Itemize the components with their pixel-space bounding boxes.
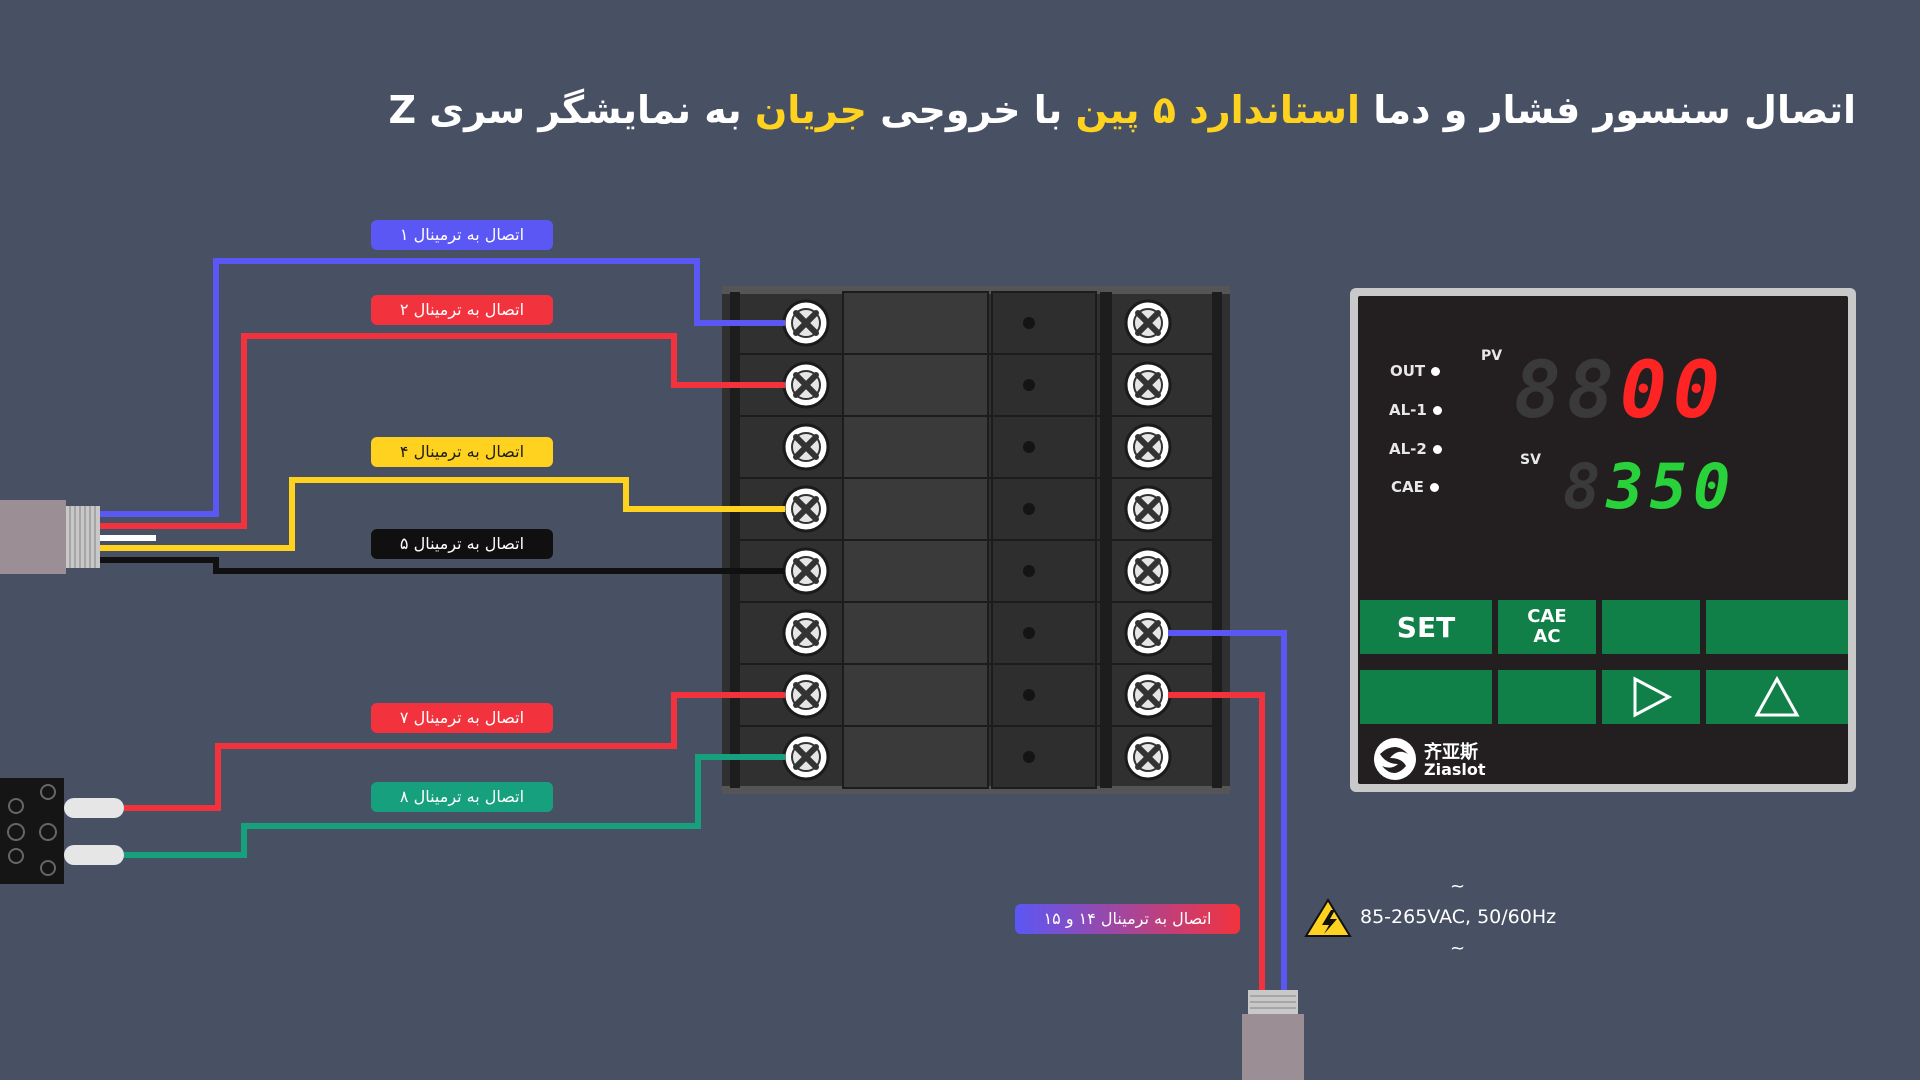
indicator-al2-label: AL-2 — [1389, 440, 1427, 458]
screw-icon — [1124, 485, 1172, 533]
indicator-dot — [1429, 483, 1439, 492]
wire-red-t7 — [124, 692, 785, 811]
sv-tag: SV — [1520, 452, 1541, 468]
slot-hole — [1023, 751, 1035, 763]
blank-button-4[interactable] — [1498, 670, 1596, 724]
wire-red-t2 — [100, 333, 785, 529]
wire-blue-t1 — [100, 258, 785, 517]
blank-button-3[interactable] — [1360, 670, 1492, 724]
label-terminal-4: اتصال به ترمینال ۴ — [371, 437, 553, 467]
cae-label: CAE — [1527, 606, 1567, 627]
pv-display: 8800 — [1514, 346, 1726, 436]
title-part-2: استاندارد ۵ پین — [1075, 88, 1360, 132]
indicator-cae: CAE — [1391, 478, 1439, 496]
wire-black-t5 — [100, 557, 785, 574]
tilde-top: ~ — [1450, 876, 1466, 897]
screw-icon — [782, 299, 830, 347]
screw-icon — [1124, 547, 1172, 595]
pv-tag: PV — [1481, 348, 1503, 364]
sv-display: 8350 — [1563, 452, 1736, 522]
label-terminal-2: اتصال به ترمینال ۲ — [371, 295, 553, 325]
slot-hole — [1023, 627, 1035, 639]
brand-chinese: 齐亚斯 — [1424, 742, 1478, 763]
label-terminal-14-15: اتصال به ترمینال ۱۴ و ۱۵ — [1015, 904, 1240, 934]
label-terminal-7: اتصال به ترمینال ۷ — [371, 703, 553, 733]
brand-logo-icon — [1374, 738, 1416, 780]
screw-icon — [1124, 361, 1172, 409]
slot-hole — [1023, 379, 1035, 391]
title-part-5: به نمایشگر سری Z — [388, 88, 755, 132]
slot-hole — [1023, 441, 1035, 453]
indicator-out: OUT — [1390, 362, 1441, 380]
arrow-right-icon — [1633, 676, 1673, 718]
blank-button-1[interactable] — [1602, 600, 1700, 654]
arrow-up-button[interactable] — [1706, 670, 1848, 724]
wire-red-t15 — [1168, 692, 1265, 994]
arrow-right-button[interactable] — [1602, 670, 1700, 724]
temperature-sensor-connector — [0, 778, 124, 884]
tilde-bottom: ~ — [1450, 938, 1466, 959]
z-series-controller: OUT AL-1 AL-2 CAE PV SV 8800 8350 SET CA… — [1350, 288, 1856, 792]
screw-icon — [1124, 671, 1172, 719]
label-terminal-5: اتصال به ترمینال ۵ — [371, 529, 553, 559]
indicator-cae-label: CAE — [1391, 478, 1424, 496]
indicator-al1-label: AL-1 — [1389, 401, 1427, 419]
label-terminal-1: اتصال به ترمینال ۱ — [371, 220, 553, 250]
slot-hole — [1023, 317, 1035, 329]
power-cable — [1242, 990, 1304, 1080]
screw-icon — [1124, 609, 1172, 657]
wire-yellow-t4 — [100, 477, 785, 551]
indicator-dot — [1432, 445, 1442, 454]
blank-button-2[interactable] — [1706, 600, 1848, 654]
pv-ghost-digits: 88 — [1514, 346, 1620, 436]
brand-name: Ziaslot — [1424, 760, 1486, 779]
indicator-dot — [1431, 367, 1441, 376]
indicator-al1: AL-1 — [1389, 401, 1442, 419]
sensor-cable — [0, 500, 100, 574]
screw-icon — [782, 423, 830, 471]
screw-icon — [782, 361, 830, 409]
sv-value: 350 — [1606, 450, 1737, 523]
indicator-out-label: OUT — [1390, 362, 1426, 380]
indicator-dot — [1432, 406, 1442, 415]
terminal-block — [722, 286, 1230, 794]
slot-hole — [1023, 503, 1035, 515]
indicator-al2: AL-2 — [1389, 440, 1442, 458]
power-spec: 85-265VAC, 50/60Hz — [1360, 906, 1557, 928]
title-part-4: جریان — [754, 88, 867, 132]
screw-icon — [782, 609, 830, 657]
slot-hole — [1023, 565, 1035, 577]
terminal-screws — [782, 299, 1172, 781]
pv-value: 00 — [1619, 346, 1726, 436]
screw-icon — [782, 733, 830, 781]
screw-icon — [782, 671, 830, 719]
cae-ac-button[interactable]: CAE AC — [1498, 600, 1596, 654]
screw-icon — [1124, 299, 1172, 347]
screw-icon — [782, 485, 830, 533]
screw-icon — [782, 547, 830, 595]
title-part-3: با خروجی — [866, 88, 1076, 132]
wire-blue-t14 — [1168, 630, 1287, 994]
screw-icon — [1124, 423, 1172, 471]
title-part-1: اتصال سنسور فشار و دما — [1360, 88, 1856, 132]
page-title: اتصال سنسور فشار و دما استاندارد ۵ پین ب… — [389, 88, 1856, 132]
wires — [100, 258, 1287, 994]
terminal-slots — [740, 317, 1212, 763]
sv-ghost-digit: 8 — [1563, 450, 1607, 523]
arrow-up-icon — [1754, 675, 1800, 717]
set-button[interactable]: SET — [1360, 600, 1492, 654]
slot-hole — [1023, 689, 1035, 701]
wire-green-t8 — [124, 754, 785, 858]
ac-label: AC — [1533, 626, 1561, 647]
label-terminal-8: اتصال به ترمینال ۸ — [371, 782, 553, 812]
high-voltage-icon — [1304, 898, 1352, 937]
controller-face: OUT AL-1 AL-2 CAE PV SV 8800 8350 SET CA… — [1358, 296, 1848, 784]
screw-icon — [1124, 733, 1172, 781]
